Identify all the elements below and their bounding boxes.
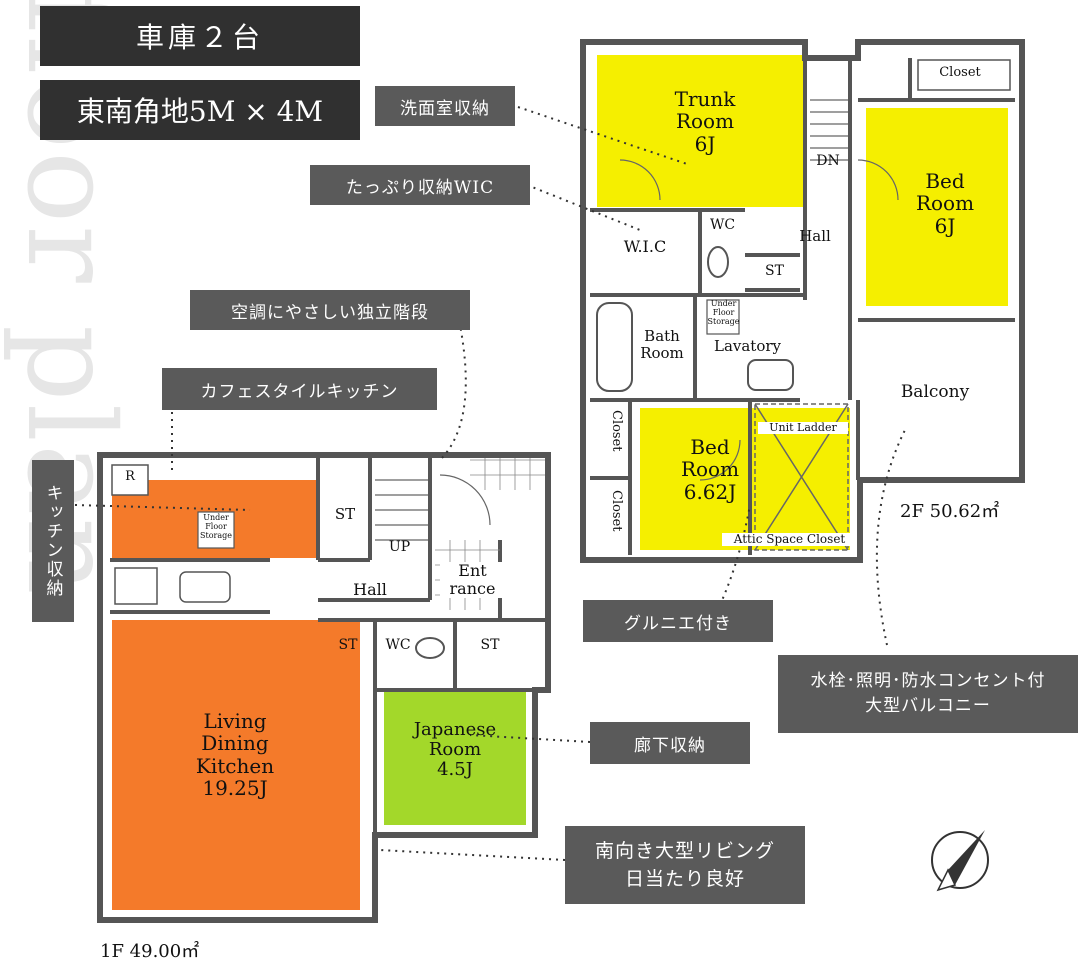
room-st-top: ST (334, 505, 356, 523)
door-arc-bed-right (857, 159, 899, 201)
room-bed-right: Bed Room 6J (915, 169, 975, 238)
japanese-room-fill (384, 690, 526, 825)
closet-top-box (917, 59, 1011, 91)
callout-hall-storage: 廊下収納 (590, 722, 750, 764)
garage-label: 車庫２台 (40, 6, 360, 66)
compass (931, 830, 989, 892)
fridge-box (111, 464, 149, 496)
second-floor-plan (580, 39, 1025, 563)
toilet-1f (415, 637, 445, 659)
callout-wic: たっぷり収納WIC (310, 165, 530, 205)
stair-treads-1f (375, 479, 428, 541)
callout-balcony-features: 水栓･照明･防水コンセント付 大型バルコニー (778, 655, 1078, 733)
room-wc-1f: WC (385, 637, 411, 653)
first-floor-outer-wall (97, 452, 551, 923)
lot-label: 東南角地5M × 4M (40, 80, 360, 140)
callout-grenier: グルニエ付き (583, 600, 773, 642)
room-hall-1f: Hall (353, 580, 387, 599)
first-floor-plan (97, 452, 551, 923)
bed-room-right-fill (866, 108, 1008, 306)
room-wic: W.I.C (623, 237, 667, 256)
stair-treads-2f (810, 99, 848, 161)
room-hall-2f: Hall (799, 227, 831, 245)
room-wc-2f: WC (709, 217, 736, 233)
toilet-2f (707, 246, 729, 278)
underfloor-box-1f (197, 511, 235, 549)
callout-kitchen-style: カフェスタイルキッチン (162, 368, 437, 410)
lavatory-sink (747, 359, 794, 391)
underfloor-1f-label: Under Floor Storage (200, 513, 232, 540)
trunk-room-fill (597, 55, 807, 207)
leader-lines (74, 106, 906, 861)
attic-label: Attic Space Closet (722, 532, 857, 547)
door-arc-trunk (619, 159, 661, 201)
room-japanese: Japanese Room 4.5J (413, 719, 497, 781)
room-closet-b: Closet (609, 490, 624, 532)
callout-living: 南向き大型リビング 日当たり良好 (565, 826, 805, 904)
door-arc-entrance (439, 474, 491, 526)
underfloor-box-2f (706, 299, 740, 335)
room-trunk: Trunk Room 6J (674, 87, 736, 156)
room-closet-top: Closet (939, 65, 981, 80)
unit-ladder-label: Unit Ladder (758, 421, 848, 435)
room-st-2f: ST (765, 263, 784, 279)
stair-dn-label: DN (816, 153, 840, 169)
bathtub (596, 302, 633, 392)
room-st-b: ST (480, 637, 500, 653)
callout-kitchen-storage: キッチン収納 (32, 460, 74, 622)
kitchen-sink (179, 571, 231, 603)
room-balcony: Balcony (900, 382, 970, 402)
room-st-a: ST (338, 637, 358, 653)
attic-outline (754, 403, 849, 551)
stair-up-label: UP (388, 539, 411, 555)
room-entrance: Ent rance (440, 562, 505, 598)
room-ldk: Living Dining Kitchen 19.25J (195, 709, 275, 801)
fridge-r-label: R (125, 469, 135, 484)
callout-stairs: 空調にやさしい独立階段 (190, 290, 470, 330)
room-bed-left: Bed Room 6.62J (680, 435, 740, 504)
room-closet-a: Closet (609, 410, 624, 452)
first-floor-area: 1F 49.00㎡ (100, 941, 200, 962)
callout-washroom-storage: 洗面室収納 (375, 86, 515, 126)
underfloor-2f-label: Under Floor Storage (707, 299, 740, 326)
room-lavatory: Lavatory (713, 337, 782, 355)
room-bath: Bath Room (640, 327, 684, 362)
ldk-fill (112, 620, 360, 910)
second-floor-outer-wall (580, 39, 1025, 563)
first-floor-inner-walls (110, 455, 545, 835)
second-floor-inner-walls (590, 58, 1015, 555)
door-arc-bed-left (699, 439, 741, 481)
cooktop (114, 567, 158, 605)
second-floor-area: 2F 50.62㎡ (900, 501, 1000, 522)
